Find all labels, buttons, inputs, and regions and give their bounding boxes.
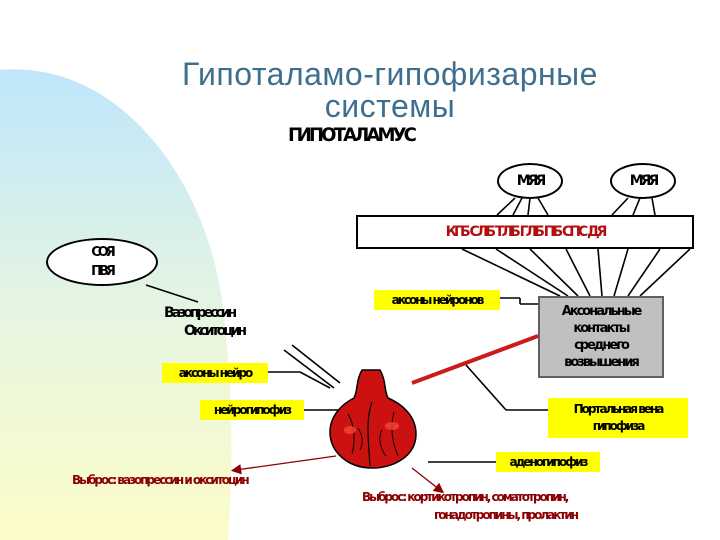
yellow-neurohypophysis: нейрогипофиз: [200, 400, 304, 420]
ellipse-right-top-label: МЯЯ: [629, 173, 659, 189]
nuclei-box: КГБ СЛБ ТЛБ ГЛБ ПБ СПС ДЯ: [356, 215, 694, 249]
release-left: Выброс: вазопрессин и окситоцин: [72, 473, 250, 487]
ellipse-right-top: МЯЯ: [610, 163, 676, 199]
yellow-axons-neurons: аксоны нейронов: [374, 290, 500, 310]
ellipse-so-pv: СОЯ ПВЯ: [46, 238, 158, 286]
vasopressin-label-line1: Вазопрессин: [164, 305, 237, 321]
hypothalamus-label: ГИПОТАЛАМУС: [288, 124, 417, 146]
page-title-line1: Гипоталамо-гипофизарные: [182, 56, 598, 92]
gray-box-line2: контакты: [573, 321, 630, 336]
release-right-line2: гонадотропины, пролактин: [434, 508, 579, 522]
page-title-line2: системы: [324, 88, 456, 124]
ellipse-so-pv-line1: СОЯ: [91, 245, 116, 260]
yellow-portal-vein: Портальная вена гипофиза: [548, 398, 688, 438]
ellipse-so-pv-line2: ПВЯ: [91, 264, 116, 279]
release-right-line1: Выброс: кортикотропин, соматотропин,: [362, 490, 569, 504]
gray-box-line3: среднего: [574, 338, 630, 353]
vasopressin-label-line2: Окситоцин: [184, 323, 247, 339]
yellow-portal-line2: гипофиза: [592, 419, 646, 433]
gray-box-line1: Аксональные: [561, 304, 643, 319]
yellow-axons-neuro: аксоны нейро: [162, 363, 268, 383]
yellow-adenohypophysis: аденогипофиз: [496, 452, 600, 472]
axonal-contacts-box: Аксональные контакты среднего возвышения: [538, 296, 664, 378]
nuclei-box-label: КГБ СЛБ ТЛБ ГЛБ ПБ СПС ДЯ: [445, 224, 608, 240]
page-title: Гипоталамо-гипофизарные системы: [60, 58, 720, 122]
ellipse-left-top: МЯЯ: [497, 163, 563, 199]
yellow-portal-line1: Портальная вена: [573, 402, 665, 416]
vasopressin-label: Вазопрессин Окситоцин: [164, 304, 294, 340]
pituitary-gland-icon: [329, 369, 417, 469]
ellipse-left-top-label: МЯЯ: [516, 173, 546, 189]
gray-box-line4: возвышения: [564, 355, 640, 370]
